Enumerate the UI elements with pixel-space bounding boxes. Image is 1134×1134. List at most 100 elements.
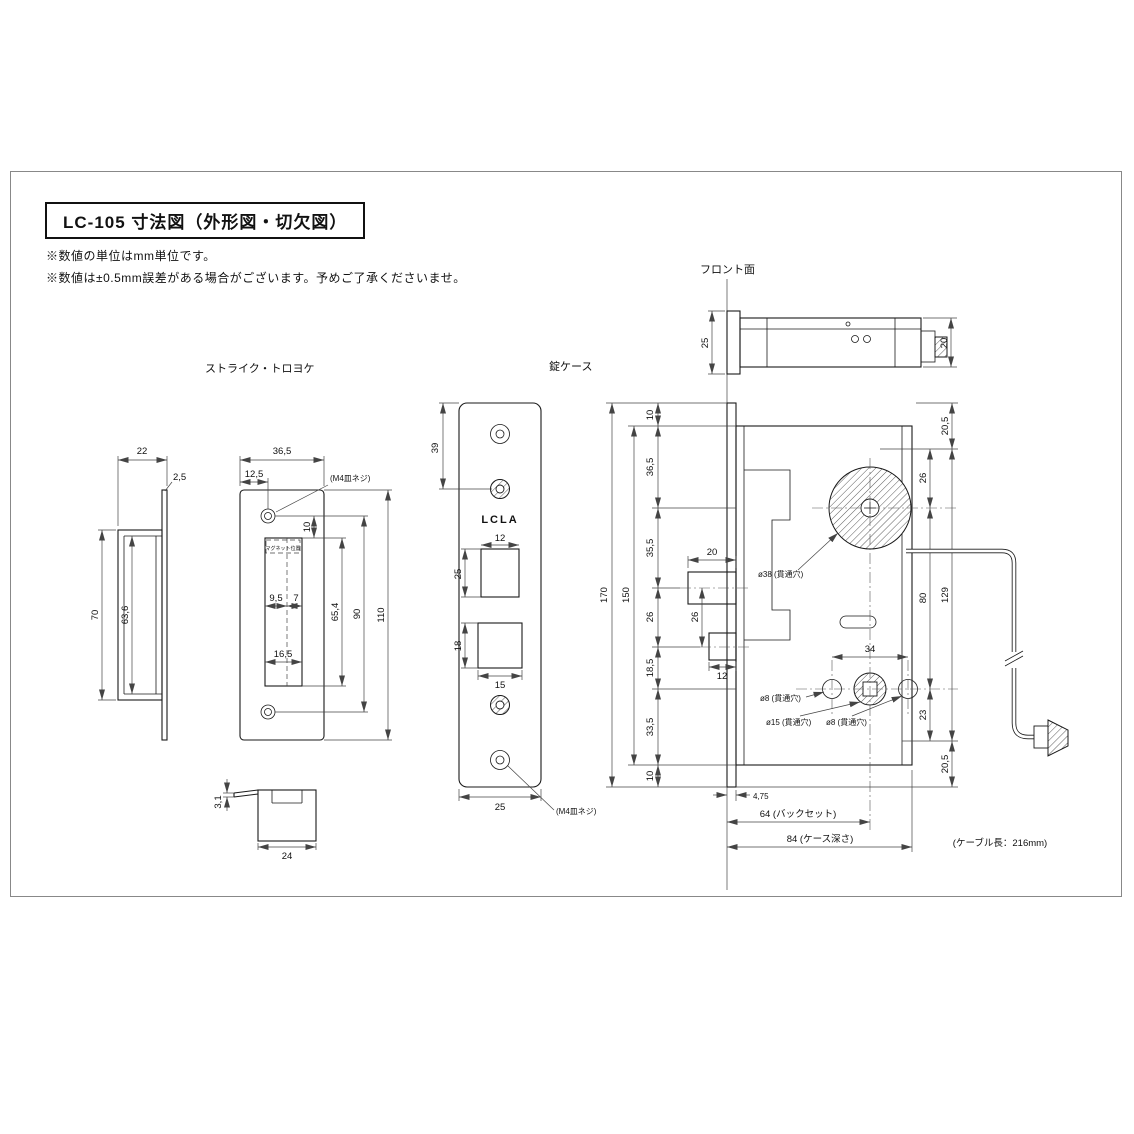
dim-strike-hole-offset: 12,5: [245, 469, 264, 480]
strike-side-dimensions: [98, 456, 173, 701]
dim-faceplate-cut1-width: 12: [495, 533, 506, 544]
dim-strike-cut-top: 10: [302, 522, 313, 533]
strike-screw-hole-top: [260, 508, 276, 524]
faceplate-screw-hole-1: [490, 424, 510, 444]
strike-cap-view: 3,1 24: [213, 779, 317, 862]
dim-strike-depth: 22: [137, 446, 148, 457]
front-face-label: フロント面: [700, 264, 755, 276]
unit-note: ※数値の単位はmm単位です。: [46, 249, 216, 263]
strike-dust-box-inner-lines: [123, 535, 162, 695]
dim-faceplate-cut2-width: 15: [495, 680, 506, 691]
brand-text: LCLA: [481, 514, 518, 526]
dim-strike-cut-height: 65,4: [330, 603, 341, 622]
strike-m4-screw-label: (M4皿ネジ): [330, 474, 371, 483]
dim-strike-height: 110: [376, 607, 387, 622]
cable-break: [1006, 652, 1022, 668]
hole8-right-label: ø8 (貫通穴): [826, 717, 867, 727]
dim-case-depth: 84 (ケース深さ): [787, 834, 854, 845]
dim-strike-plate-thickness: 2,5: [173, 472, 186, 483]
cable-connector-plug: [1047, 719, 1069, 757]
faceplate-view: LCLA: [430, 402, 597, 816]
dim-faceplate-width: 25: [495, 802, 506, 813]
lock-top-view: 25 20: [700, 279, 957, 890]
topview-dimensions: [708, 310, 957, 375]
case-view-label: 錠ケース: [549, 359, 592, 373]
dim-case-right-in-2: 23: [918, 710, 929, 721]
dim-strike-cut-w2: 7: [293, 593, 298, 604]
dim-case-right-in-0: 26: [918, 473, 929, 484]
drawing-title: LC-105 寸法図（外形図・切欠図）: [45, 202, 366, 239]
dim-topview-plate-height: 25: [700, 338, 711, 349]
dim-case-right-out-2: 20,5: [940, 755, 951, 774]
dim-faceplate-top-offset: 39: [430, 443, 441, 454]
faceplate-dimensions: [439, 402, 555, 811]
dim-strike-hole-span: 90: [352, 609, 363, 620]
dim-bolt-width: 12: [717, 671, 728, 682]
dim-faceplate-cut2-height: 18: [453, 641, 464, 652]
dim-strike-width: 36,5: [273, 446, 292, 457]
tolerance-note: ※数値は±0.5mm誤差がある場合がございます。予めご了承くださいませ。: [46, 271, 466, 285]
strike-screw-hole-bottom: [260, 704, 276, 720]
dim-topview-body-height: 20: [939, 338, 950, 349]
dim-case-left-1: 36,5: [645, 458, 656, 477]
faceplate-m4-screw-label: (M4皿ネジ): [556, 807, 597, 816]
dim-hole-span: 34: [865, 644, 876, 655]
dim-strike-cut-w1: 9,5: [269, 593, 282, 604]
topview-faceplate: [726, 310, 741, 375]
strike-cap-dimensions: [223, 779, 317, 850]
hole-leader-lines: [797, 532, 908, 717]
dim-strike-cut-width: 16,5: [274, 649, 293, 660]
dim-strike-inner-height: 63,6: [120, 606, 131, 625]
faceplate-screw-hole-4: [490, 750, 510, 770]
lock-case-view: 170 150 10 36,5 35,5 26 18,5 33,5 10 20 …: [599, 402, 1047, 852]
magnet-position-box: [265, 539, 301, 554]
strike-view-label: ストライク・トロヨケ: [205, 362, 315, 375]
strike-cap-body: [257, 789, 317, 842]
dim-case-left-5: 33,5: [645, 718, 656, 737]
dim-latch-length: 20: [707, 547, 718, 558]
case-faceplate: [726, 402, 737, 788]
dim-bolt-gap: 26: [690, 612, 701, 623]
strike-plate-side: [161, 489, 168, 741]
strike-plate-front: [239, 489, 325, 741]
case-left-dimension-lines: [609, 403, 661, 787]
dead-bolt: [708, 632, 737, 661]
dim-backset: 64 (バックセット): [760, 809, 837, 820]
faceplate-latch-cutout: [480, 548, 520, 598]
hole8-left-label: ø8 (貫通穴): [760, 693, 801, 703]
dim-faceplate-cut1-height: 25: [453, 569, 464, 580]
dim-case-left-3: 26: [645, 612, 656, 623]
dim-case-left-6: 10: [645, 771, 656, 782]
cable-length-label: (ケーブル長：216mm): [953, 837, 1047, 849]
strike-front-view: マグネット位置 3: [239, 446, 392, 741]
cable-connector-body: [1033, 725, 1049, 749]
faceplate: [458, 402, 542, 788]
cable: [906, 548, 1069, 757]
dim-case-body-height: 150: [621, 587, 632, 603]
dim-cap-width: 24: [282, 851, 293, 862]
strike-cap-notch: [271, 790, 303, 804]
case-bottom-dimensions: [713, 770, 913, 852]
dim-case-right-out-1: 129: [940, 587, 951, 603]
case-right-extension-lines: [736, 402, 958, 788]
strike-side-view: 22 2,5 70 63,6: [90, 446, 186, 741]
strike-front-dimensions: [239, 456, 392, 741]
dim-case-left-2: 35,5: [645, 539, 656, 558]
hole38-label: ø38 (貫通穴): [758, 569, 804, 579]
hole15-label: ø15 (貫通穴): [766, 717, 812, 727]
case-right-dimension-lines: [927, 403, 955, 787]
dim-case-left-4: 18,5: [645, 659, 656, 678]
topview-cable-exit: [920, 330, 936, 363]
dim-faceplate-thickness: 4,75: [753, 792, 769, 801]
topview-detail-lines: [740, 318, 921, 367]
faceplate-bolt-cutout: [477, 622, 523, 669]
sheet-border: [10, 171, 1122, 897]
dim-cap-lip-thickness: 3,1: [213, 795, 224, 808]
dim-case-right-out-0: 20,5: [940, 417, 951, 436]
dim-case-right-in-1: 80: [918, 593, 929, 604]
case-left-extension-lines: [606, 402, 736, 788]
latch-bolt-dimensions: [687, 556, 737, 671]
dim-case-left-0: 10: [645, 410, 656, 421]
